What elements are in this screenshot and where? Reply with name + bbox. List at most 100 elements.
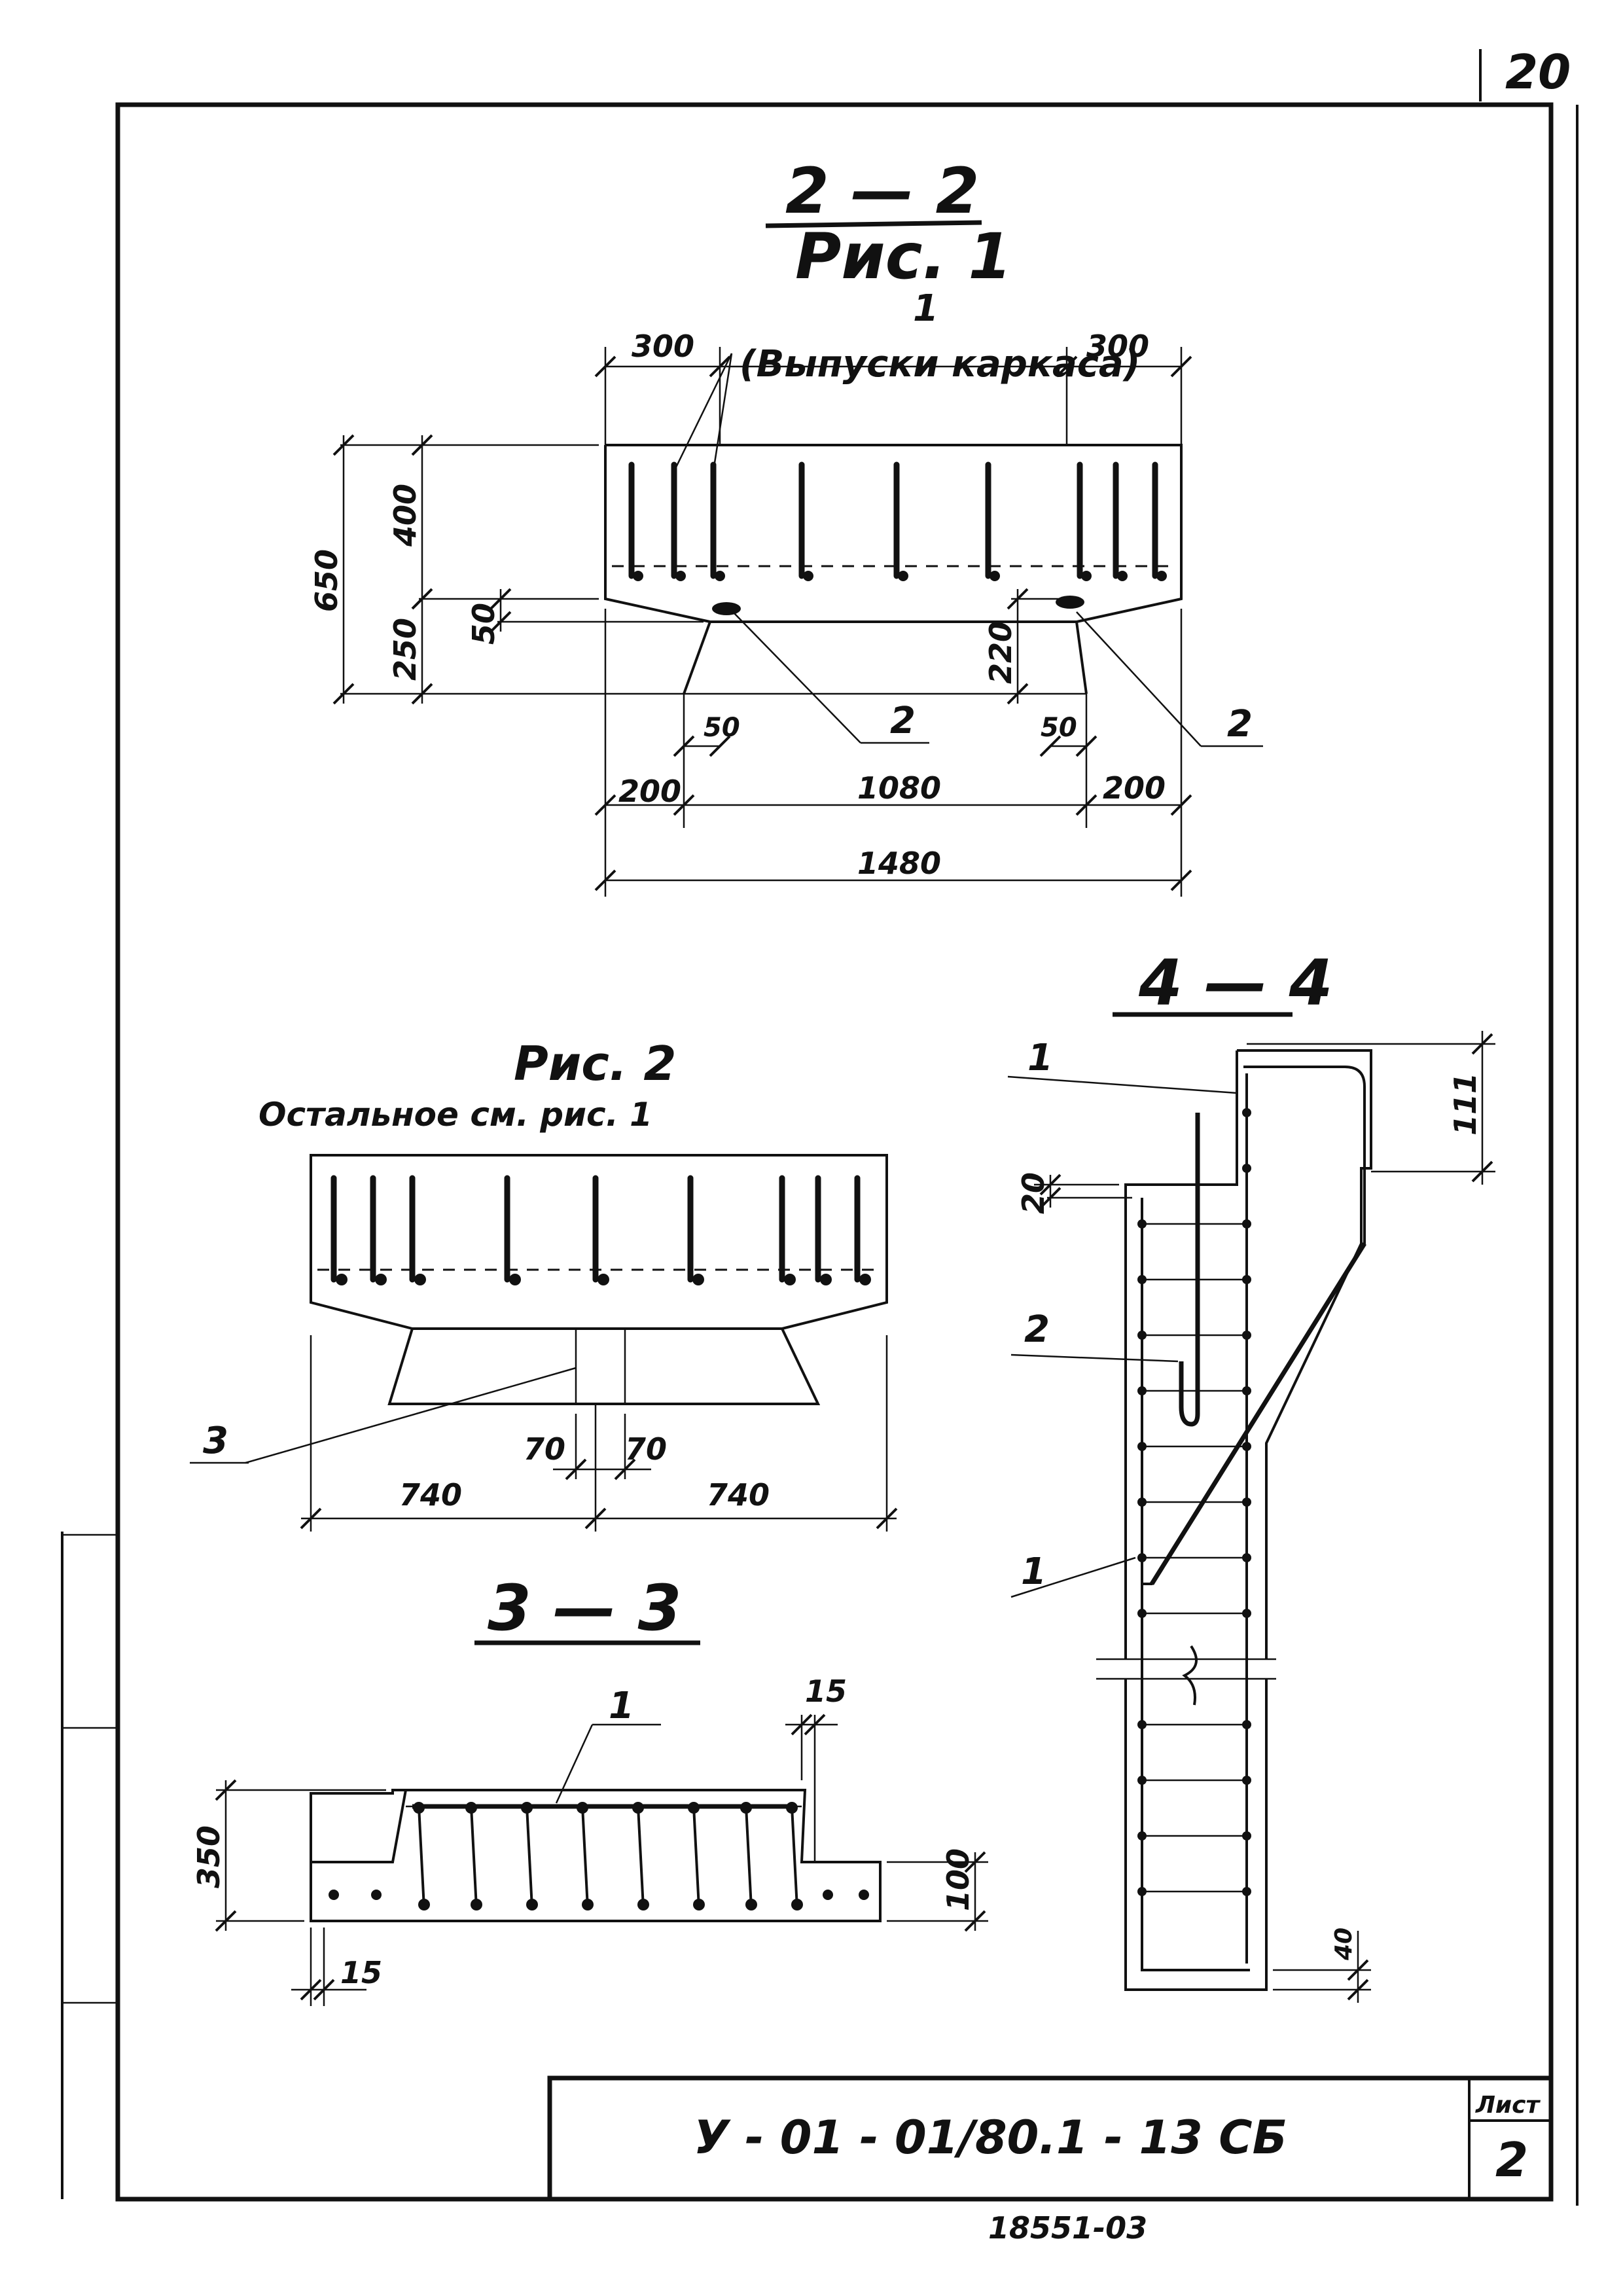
sheet-number: 2 xyxy=(1495,2132,1528,2187)
bar-dot xyxy=(1242,1776,1251,1785)
bar-dot xyxy=(823,1890,833,1900)
rebar-end xyxy=(1117,571,1128,581)
bar-dot xyxy=(1137,1887,1147,1896)
dim-70-left: 70 xyxy=(524,1431,565,1467)
bar-dot xyxy=(471,1899,482,1910)
bar-dot xyxy=(1242,1831,1251,1840)
callout-3: 3 xyxy=(203,1420,228,1462)
fig-2-dimension-lines xyxy=(301,1335,897,1532)
rebar-end xyxy=(784,1274,796,1285)
dimension-ticks xyxy=(332,355,1192,891)
rebar-end xyxy=(675,571,686,581)
dim-20: 20 xyxy=(1016,1172,1051,1214)
inventory-number: 18551-03 xyxy=(988,2210,1147,2246)
rebar-end xyxy=(1081,571,1092,581)
bar-dot xyxy=(740,1802,752,1814)
bar-dot xyxy=(1242,1219,1251,1229)
bar-dot xyxy=(637,1899,649,1910)
rebar-end xyxy=(509,1274,521,1285)
section-4-4-callout-1-top: 1 xyxy=(1027,1037,1053,1079)
bar-dot xyxy=(418,1899,430,1910)
bar-dot xyxy=(1137,1331,1147,1340)
rebar-end xyxy=(859,1274,871,1285)
dim-300-left: 300 xyxy=(632,329,694,364)
section-4-4-callout-2: 2 xyxy=(1024,1308,1050,1351)
dim-740-right: 740 xyxy=(707,1477,770,1513)
page-number-box: 20 xyxy=(1479,45,1571,101)
bar-dot xyxy=(745,1899,757,1910)
dim-50-vertical: 50 xyxy=(466,603,501,645)
rebar-end xyxy=(336,1274,348,1285)
page-number: 20 xyxy=(1505,45,1571,99)
section-3-3-title: 3 — 3 xyxy=(488,1571,681,1645)
bar-dot xyxy=(526,1899,538,1910)
rebar-end xyxy=(692,1274,704,1285)
bar-dot xyxy=(1242,1553,1251,1562)
bar-dot xyxy=(1242,1720,1251,1729)
dim-15-top: 15 xyxy=(805,1674,847,1709)
bar-dot xyxy=(371,1890,382,1900)
bar-dot xyxy=(521,1802,533,1814)
section-2-2-title: 2 — 2 xyxy=(785,154,979,228)
callout-1: 1 xyxy=(913,287,938,330)
section-3-3-callout-1: 1 xyxy=(609,1685,634,1727)
dim-1080: 1080 xyxy=(857,770,941,806)
break-symbol xyxy=(1182,1645,1198,1706)
section-3-3-stirrups xyxy=(329,1802,869,1910)
figure-2: Рис. 2 Остальное см. рис. 1 3 70 70 740 xyxy=(190,1036,898,1532)
embedded-plate-right xyxy=(1056,596,1084,609)
section-4-4-dimension-lines xyxy=(1034,1031,1495,2003)
stirrup xyxy=(470,1806,478,1909)
fig-2-title: Рис. 2 xyxy=(514,1036,676,1091)
section-2-2-subtitle: Рис. 1 xyxy=(795,220,1012,293)
dim-200-right: 200 xyxy=(1103,770,1166,806)
stirrup xyxy=(581,1806,589,1909)
callout-2-left: 2 xyxy=(890,700,916,742)
dim-650: 650 xyxy=(309,549,344,612)
stirrup xyxy=(791,1806,798,1909)
title-block: У - 01 - 01/80.1 - 13 СБ Лист 2 18551-03 xyxy=(547,2075,1554,2246)
bar-dot xyxy=(1137,1386,1147,1395)
section-3-3-outline xyxy=(310,1789,882,1922)
bar-dot xyxy=(1242,1887,1251,1896)
bar-dot xyxy=(1137,1776,1147,1785)
section-3-3-dimension-lines xyxy=(216,1715,988,2006)
bar-dot xyxy=(1137,1442,1147,1451)
bar-dot xyxy=(1137,1498,1147,1507)
rebar-end xyxy=(1156,571,1167,581)
section-4-4-callout-1-bottom: 1 xyxy=(1021,1551,1046,1593)
rebar-end xyxy=(597,1274,609,1285)
section-4-4-title: 4 — 4 xyxy=(1138,946,1332,1020)
rebar-end xyxy=(715,571,725,581)
bar-dot xyxy=(413,1802,425,1814)
stirrup xyxy=(745,1806,753,1909)
dim-40: 40 xyxy=(1330,1928,1357,1961)
embedded-plate-left xyxy=(712,602,741,615)
dim-1480: 1480 xyxy=(857,846,941,881)
dim-111: 111 xyxy=(1448,1073,1483,1136)
bar-dot xyxy=(688,1802,700,1814)
bar-dot xyxy=(1242,1164,1251,1173)
bar-dot xyxy=(791,1899,803,1910)
bar-dot xyxy=(1137,1553,1147,1562)
bar-dot xyxy=(1242,1108,1251,1117)
dim-15-bottom: 15 xyxy=(340,1955,382,1990)
section-4-4-stirrups xyxy=(1137,1108,1251,1896)
rebar-end xyxy=(803,571,813,581)
beam-outline xyxy=(604,444,1183,694)
rebar-end xyxy=(898,571,908,581)
bar-dot xyxy=(465,1802,477,1814)
bar-dot xyxy=(632,1802,644,1814)
dimension-lines xyxy=(340,347,1183,897)
bar-dot xyxy=(1242,1609,1251,1618)
stirrup xyxy=(418,1806,425,1909)
rebar-end xyxy=(820,1274,832,1285)
dim-100: 100 xyxy=(940,1848,976,1911)
section-2-2: 2 — 2 Рис. 1 1 (Выпуски каркаса) 2 2 xyxy=(309,154,1263,897)
dim-50-right: 50 xyxy=(1041,713,1077,743)
rebar-end xyxy=(633,571,643,581)
bar-dot xyxy=(1242,1498,1251,1507)
dim-300-right: 300 xyxy=(1086,329,1149,364)
callout-1-text: (Выпуски каркаса) xyxy=(740,343,1140,386)
